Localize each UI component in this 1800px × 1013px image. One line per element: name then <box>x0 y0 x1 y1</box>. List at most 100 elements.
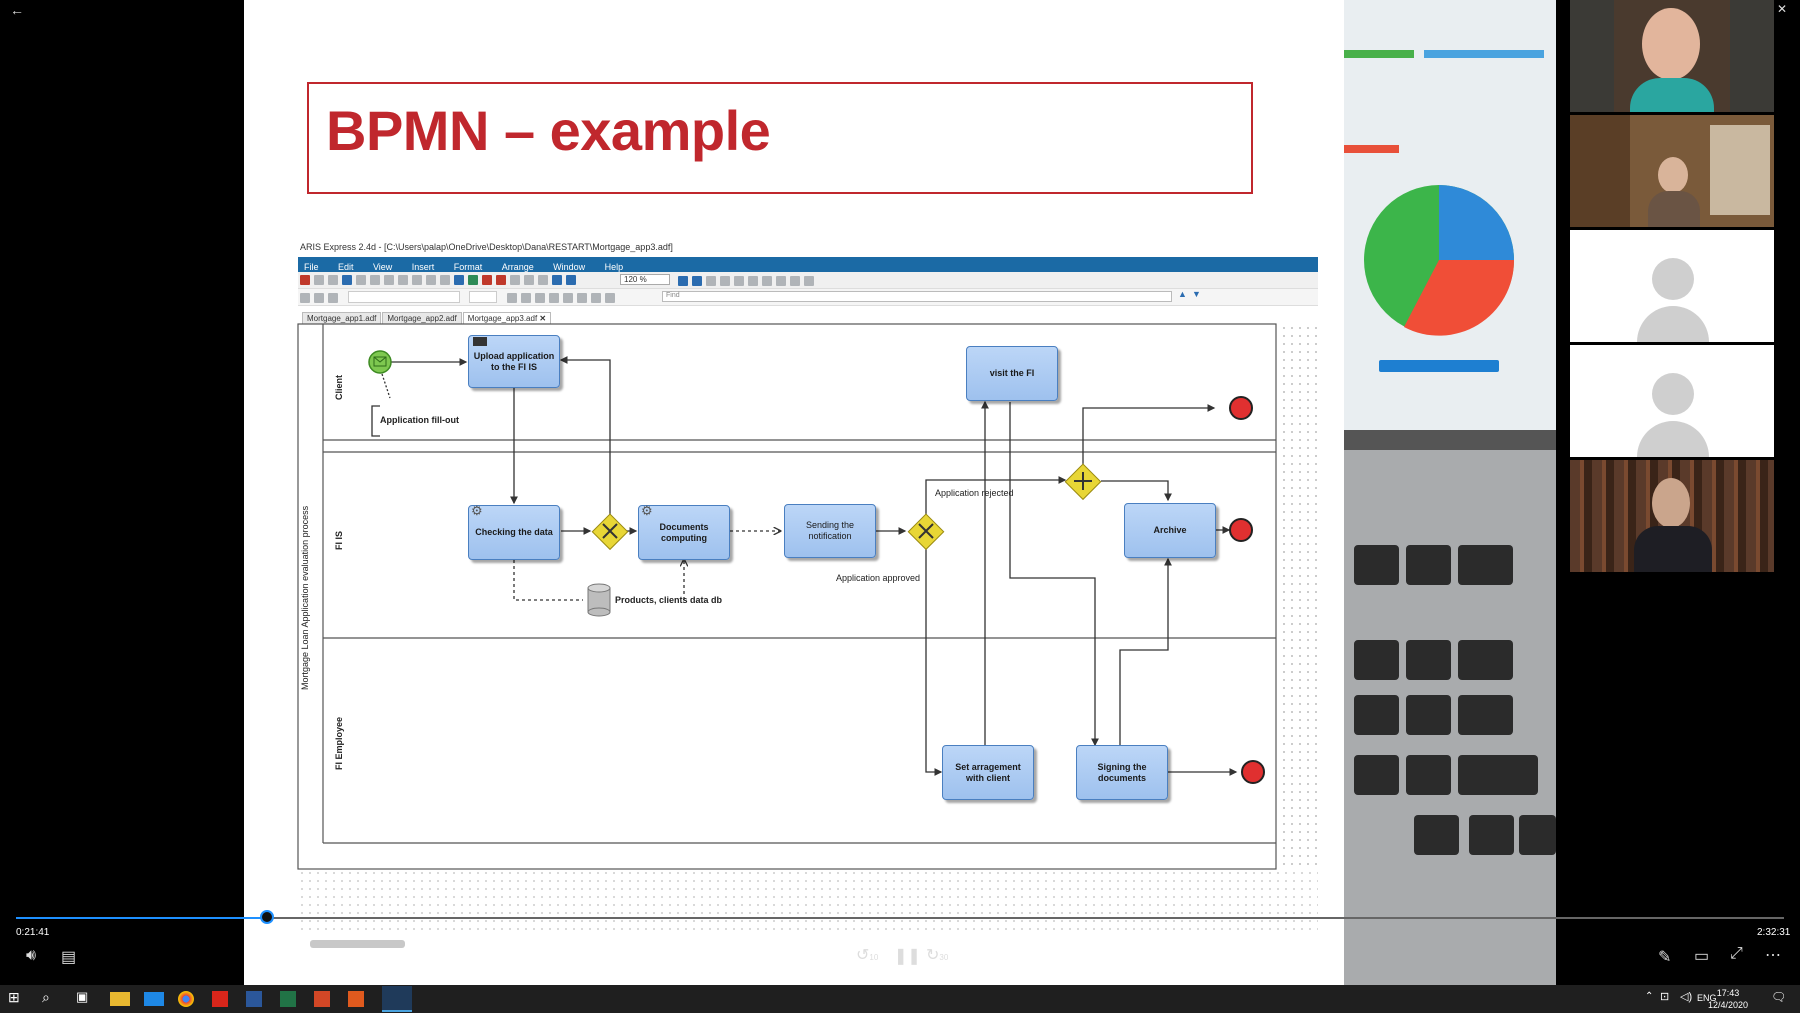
menu-insert[interactable]: Insert <box>411 262 435 272</box>
participant-avatar-1[interactable] <box>1570 230 1774 342</box>
pause-icon[interactable]: ❚❚ <box>894 948 921 965</box>
system-clock[interactable]: 17:43 12/4/2020 <box>1708 987 1748 1011</box>
align-icon[interactable] <box>734 276 744 286</box>
layout-icon[interactable] <box>720 276 730 286</box>
underline-icon[interactable] <box>535 293 546 303</box>
bullets-icon[interactable] <box>577 293 588 303</box>
table-icon[interactable] <box>482 275 492 285</box>
print-icon[interactable] <box>370 275 380 285</box>
mini-view-icon[interactable]: ▭ <box>1694 948 1710 965</box>
back-icon[interactable]: ← <box>10 2 24 18</box>
movies-tv-icon[interactable] <box>382 986 412 1012</box>
search-icon[interactable]: ⌕ <box>42 989 50 1005</box>
close-icon[interactable]: ✕ <box>1777 2 1788 16</box>
tray-chevron-icon[interactable]: ⌃ <box>1645 991 1654 1002</box>
numbering-icon[interactable] <box>591 293 602 303</box>
word-icon[interactable] <box>246 991 262 1007</box>
align-center-icon[interactable] <box>314 293 324 303</box>
skip-back-icon[interactable]: ↺10 <box>856 947 879 964</box>
start-icon[interactable]: ⊞ <box>8 989 20 1005</box>
volume-icon[interactable]: 🔊︎ <box>26 947 37 964</box>
fill-icon[interactable] <box>776 276 786 286</box>
bold-icon[interactable] <box>507 293 518 303</box>
menu-edit[interactable]: Edit <box>337 262 354 272</box>
powerpoint-icon[interactable] <box>314 991 330 1007</box>
paste-icon[interactable] <box>412 275 422 285</box>
align-right-icon[interactable] <box>328 293 338 303</box>
chart-icon[interactable] <box>510 275 520 285</box>
menu-help[interactable]: Help <box>604 262 624 272</box>
participant-video-1[interactable] <box>1570 0 1774 112</box>
participant-video-2[interactable] <box>1570 115 1774 227</box>
italic-icon[interactable] <box>521 293 532 303</box>
mail-icon[interactable] <box>144 992 164 1006</box>
seek-bar-track[interactable] <box>16 917 1784 919</box>
more-options-icon[interactable]: ⋯ <box>1765 947 1781 964</box>
task-view-icon[interactable]: ▣ <box>76 989 89 1004</box>
task-sending-notification[interactable]: Sending the notification <box>784 504 876 558</box>
delete-icon[interactable] <box>426 275 436 285</box>
find-up-icon[interactable]: ▲ <box>1178 289 1187 299</box>
menu-arrange[interactable]: Arrange <box>501 262 534 272</box>
format-painter-icon[interactable] <box>440 275 450 285</box>
app-red-icon[interactable] <box>348 991 364 1007</box>
zoom-in-icon[interactable] <box>678 276 688 286</box>
shape-icon[interactable] <box>762 276 772 286</box>
model-icon[interactable] <box>468 275 478 285</box>
copy-icon[interactable] <box>398 275 408 285</box>
home-icon[interactable] <box>300 275 310 285</box>
find-down-icon[interactable]: ▼ <box>1192 289 1201 299</box>
file-explorer-icon[interactable] <box>110 992 130 1006</box>
network-icon[interactable]: ⊡ <box>1660 991 1670 1003</box>
captions-icon[interactable]: ▤ <box>61 949 77 966</box>
print-preview-icon[interactable] <box>356 275 366 285</box>
zoom-out-icon[interactable] <box>692 276 702 286</box>
redo-icon[interactable] <box>538 275 548 285</box>
save-icon[interactable] <box>342 275 352 285</box>
open-icon[interactable] <box>328 275 338 285</box>
task-archive[interactable]: Archive <box>1124 503 1216 558</box>
language-indicator[interactable]: ENG <box>1697 993 1717 1003</box>
connect-icon[interactable] <box>748 276 758 286</box>
info-icon[interactable] <box>454 275 464 285</box>
seek-bar-thumb[interactable] <box>260 910 275 924</box>
task-set-arrangement[interactable]: Set arragement with client <box>942 745 1034 800</box>
horizontal-scrollbar[interactable] <box>310 940 405 948</box>
grid-icon[interactable] <box>496 275 506 285</box>
font-select[interactable] <box>348 291 461 303</box>
chrome-icon[interactable] <box>178 991 194 1007</box>
menu-file[interactable]: File <box>304 262 319 272</box>
undo-icon[interactable] <box>524 275 534 285</box>
task-visit-fi[interactable]: visit the FI <box>966 346 1058 401</box>
arrange-icon[interactable] <box>790 276 800 286</box>
font-color-icon[interactable] <box>563 293 574 303</box>
skip-forward-icon[interactable]: ↻30 <box>926 947 949 964</box>
participant-avatar-2[interactable] <box>1570 345 1774 457</box>
align-left-icon[interactable] <box>300 293 310 303</box>
find-input[interactable]: Find <box>662 291 1172 302</box>
task-checking-data[interactable]: Checking the data <box>468 505 560 560</box>
fullscreen-icon[interactable]: ⤢ <box>1730 945 1743 962</box>
participant-video-3[interactable] <box>1570 460 1774 572</box>
font-size-select[interactable] <box>468 291 497 303</box>
zoom-select[interactable]: 120 % <box>620 274 670 285</box>
strike-icon[interactable] <box>549 293 560 303</box>
menu-window[interactable]: Window <box>553 262 586 272</box>
menu-view[interactable]: View <box>372 262 393 272</box>
task-signing-documents[interactable]: Signing the documents <box>1076 745 1168 800</box>
excel-icon[interactable] <box>280 991 296 1007</box>
new-icon[interactable] <box>314 275 324 285</box>
speaker-icon[interactable]: ◁) <box>1680 991 1693 1003</box>
indent-icon[interactable] <box>605 293 616 303</box>
task-documents-computing[interactable]: Documents computing <box>638 505 730 560</box>
back-nav-icon[interactable] <box>552 275 562 285</box>
menu-format[interactable]: Format <box>453 262 483 272</box>
acrobat-icon[interactable] <box>212 991 228 1007</box>
grid-toggle-icon[interactable] <box>706 276 716 286</box>
edit-pen-icon[interactable]: ✎ <box>1658 949 1672 966</box>
notifications-icon[interactable]: 🗨︎ <box>1771 990 1787 1004</box>
group-icon[interactable] <box>804 276 814 286</box>
cut-icon[interactable] <box>384 275 394 285</box>
forward-nav-icon[interactable] <box>566 275 576 285</box>
tab-close-icon[interactable]: ✕ <box>539 314 547 323</box>
